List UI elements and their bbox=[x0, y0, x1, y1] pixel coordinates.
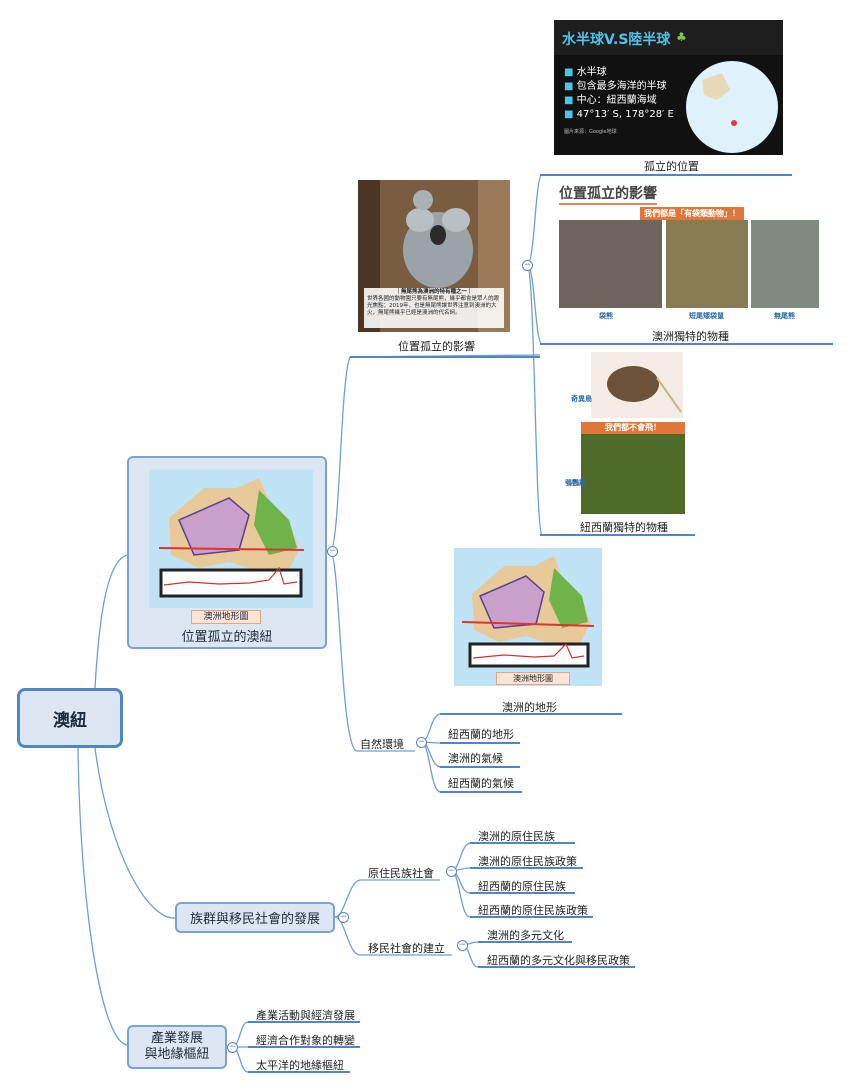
map-caption-2: 澳洲地形圖 bbox=[496, 672, 570, 685]
map-caption: 澳洲地形圖 bbox=[191, 610, 261, 624]
australia-species-image: 位置孤立的影響 我們都是「有袋類動物」！ 袋熊 短尾矮袋鼠 無尾熊 bbox=[554, 180, 819, 322]
australia-terrain-map-2: 澳洲地形圖 bbox=[454, 548, 602, 686]
nature-label[interactable]: 自然環境 bbox=[360, 738, 404, 751]
root-node[interactable]: 澳紐 bbox=[17, 688, 123, 748]
australia-species-label[interactable]: 澳洲獨特的物種 bbox=[652, 330, 729, 343]
wombat-photo bbox=[559, 220, 662, 308]
branch-isolated[interactable]: 澳洲地形圖 位置孤立的澳紐 bbox=[127, 456, 327, 649]
industry-partners[interactable]: 經濟合作對象的轉變 bbox=[256, 1034, 355, 1047]
animal-wombat: 袋熊 bbox=[599, 312, 613, 320]
industry-pacific-hub[interactable]: 太平洋的地緣樞紐 bbox=[256, 1059, 344, 1072]
animal-quokka: 短尾矮袋鼠 bbox=[689, 312, 724, 320]
collapse-ethnic-icon[interactable]: − bbox=[338, 912, 349, 923]
nz-climate[interactable]: 紐西蘭的氣候 bbox=[448, 777, 514, 790]
leaf-icon: ♣ bbox=[676, 30, 687, 44]
collapse-industry-icon[interactable]: − bbox=[227, 1042, 238, 1053]
au-indigenous-policy[interactable]: 澳洲的原住民族政策 bbox=[478, 855, 577, 868]
collapse-indigenous-icon[interactable]: − bbox=[446, 866, 457, 877]
species-heading: 位置孤立的影響 bbox=[559, 183, 657, 205]
isolated-position-label[interactable]: 孤立的位置 bbox=[644, 160, 699, 173]
hemisphere-source: 圖片來源：Google地球 bbox=[564, 129, 617, 135]
root-label: 澳紐 bbox=[53, 710, 87, 731]
branch-industry-line2: 與地緣樞紐 bbox=[144, 1047, 210, 1062]
au-indigenous[interactable]: 澳洲的原住民族 bbox=[478, 830, 555, 843]
koala-text-body: 世界各國的動物園只要有無尾熊，幾乎都會是眾人的眼光焦點；2019年，也是無尾熊讓… bbox=[367, 296, 500, 316]
nz-indigenous-policy[interactable]: 紐西蘭的原住民族政策 bbox=[478, 904, 588, 917]
isolation-impact-label[interactable]: 位置孤立的影響 bbox=[398, 340, 475, 353]
au-multiculture[interactable]: 澳洲的多元文化 bbox=[487, 929, 564, 942]
flightless-banner: 我們都不會飛！ bbox=[581, 422, 685, 434]
au-climate[interactable]: 澳洲的氣候 bbox=[448, 752, 503, 765]
hemisphere-bullets: ■ 水半球 ■ 包含最多海洋的半球 ■ 中心：紐西蘭海域 ■ 47°13′ S,… bbox=[564, 67, 674, 120]
nz-terrain[interactable]: 紐西蘭的地形 bbox=[448, 728, 514, 741]
koala-text-box: ｜無尾熊為澳洲的特有種之一｜ 世界各國的動物園只要有無尾熊，幾乎都會是眾人的眼光… bbox=[364, 288, 504, 328]
quokka-photo bbox=[666, 220, 748, 308]
australia-terrain-map bbox=[149, 470, 313, 608]
collapse-isolated-icon[interactable]: − bbox=[327, 546, 338, 557]
branch-ethnic-label: 族群與移民社會的發展 bbox=[189, 912, 320, 927]
collapse-isolation-icon[interactable]: − bbox=[522, 260, 533, 271]
nz-species-label[interactable]: 紐西蘭獨特的物種 bbox=[580, 521, 668, 534]
branch-label: 位置孤立的澳紐 bbox=[181, 630, 273, 645]
bullet-4: 47°13′ S, 178°28′ E bbox=[576, 109, 674, 120]
collapse-nature-icon[interactable]: − bbox=[416, 737, 427, 748]
branch-industry-line1: 產業發展 bbox=[150, 1031, 203, 1046]
hemisphere-title: 水半球V.S陸半球 bbox=[562, 32, 671, 48]
hemisphere-slide: 水半球V.S陸半球 ♣ ■ 水半球 ■ 包含最多海洋的半球 ■ 中心：紐西蘭海域… bbox=[554, 20, 783, 155]
kakapo-photo bbox=[581, 434, 685, 514]
nz-indigenous[interactable]: 紐西蘭的原住民族 bbox=[478, 880, 566, 893]
bullet-2: 包含最多海洋的半球 bbox=[576, 81, 667, 92]
kiwi-label: 奇異鳥 bbox=[571, 395, 592, 403]
nz-species-image: 奇異鳥 我們都不會飛！ 鴞鸚鵡 bbox=[563, 350, 686, 515]
immigrant-label[interactable]: 移民社會的建立 bbox=[368, 942, 445, 955]
branch-industry[interactable]: 產業發展 與地緣樞紐 bbox=[127, 1025, 227, 1069]
nz-multiculture[interactable]: 紐西蘭的多元文化與移民政策 bbox=[487, 954, 630, 967]
kakapo-label: 鴞鸚鵡 bbox=[565, 479, 586, 487]
branch-ethnic[interactable]: 族群與移民社會的發展 bbox=[175, 902, 335, 933]
collapse-immigrant-icon[interactable]: − bbox=[457, 940, 468, 951]
koala-image: ｜無尾熊為澳洲的特有種之一｜ 世界各國的動物園只要有無尾熊，幾乎都會是眾人的眼光… bbox=[358, 180, 510, 332]
bullet-1: 水半球 bbox=[576, 67, 607, 78]
koala-text-title: ｜無尾熊為澳洲的特有種之一｜ bbox=[395, 289, 473, 295]
animal-koala: 無尾熊 bbox=[774, 312, 795, 320]
marsupial-banner: 我們都是「有袋類動物」！ bbox=[640, 207, 744, 220]
koala-photo bbox=[751, 220, 819, 308]
bullet-3: 中心：紐西蘭海域 bbox=[576, 95, 657, 106]
indigenous-label[interactable]: 原住民族社會 bbox=[368, 867, 434, 880]
industry-economy[interactable]: 產業活動與經濟發展 bbox=[256, 1009, 355, 1022]
australia-terrain-label[interactable]: 澳洲的地形 bbox=[502, 701, 557, 714]
